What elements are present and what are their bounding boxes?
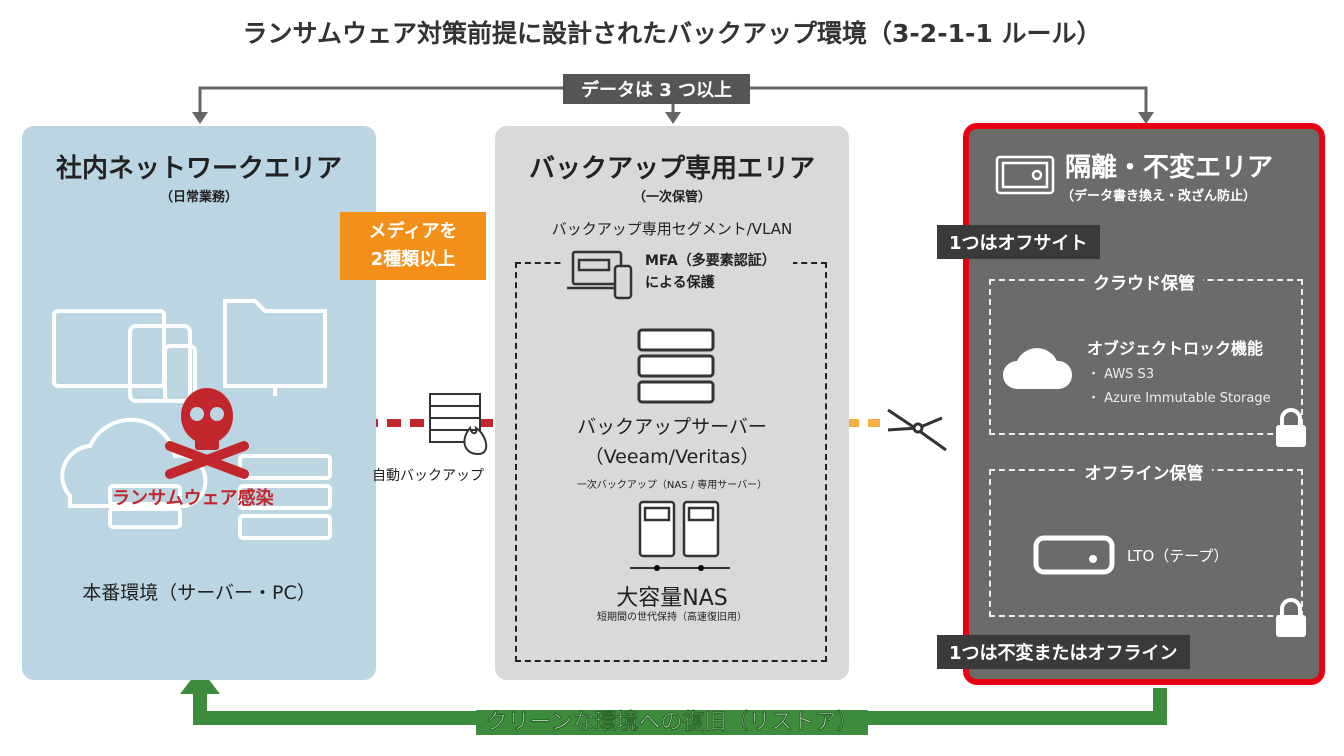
lto-label: LTO（テープ） <box>1127 547 1229 565</box>
server-icon <box>637 328 715 404</box>
firewall-icon <box>429 393 488 456</box>
production-caption: 本番環境（サーバー・PC） <box>82 582 316 604</box>
area-subtitle: （データ書き換え・改ざん防止） <box>1061 189 1257 204</box>
area-subtitle: （一次保管） <box>632 190 711 205</box>
copies-label: データは 3 つ以上 <box>563 74 751 104</box>
tape-drive-icon <box>1033 535 1115 575</box>
list-item: ・ AWS S3 <box>1087 367 1155 382</box>
mfa-line2: による保護 <box>645 275 715 291</box>
immutable-badge: 1つは不変またはオフライン <box>937 635 1190 669</box>
server-line1: バックアップサーバー <box>577 416 767 438</box>
safe-icon <box>995 155 1055 195</box>
nas-icon <box>630 500 730 571</box>
skull-crossbones-icon <box>165 388 249 479</box>
lock-icon <box>1276 408 1306 447</box>
infection-label: ランサムウェア感染 <box>112 488 274 509</box>
air-gap-cutter-icon <box>887 408 947 452</box>
internal-network-area: 社内ネットワークエリア （日常業務） ランサムウェア感染 本番環境（サーバー・P… <box>22 126 376 680</box>
object-lock-list: ・ AWS S3 ・ Azure Immutable Storage <box>1087 363 1271 411</box>
offline-title: オフライン保管 <box>1076 464 1212 484</box>
cloud-icon <box>1003 348 1073 389</box>
mfa-label: MFA（多要素認証） による保護 <box>645 250 776 294</box>
area-subtitle: （日常業務） <box>159 190 238 205</box>
segment-label: バックアップ専用セグメント/VLAN <box>551 220 793 238</box>
lock-icon <box>1276 598 1306 637</box>
backup-server-label: バックアップサーバー （Veeam/Veritas） <box>495 412 849 472</box>
object-lock-label: オブジェクトロック機能 <box>1087 339 1264 358</box>
media-badge: メディアを 2種類以上 <box>340 212 486 280</box>
isolated-immutable-area: 隔離・不変エリア （データ書き換え・改ざん防止） 1つはオフサイト クラウド保管… <box>937 123 1325 685</box>
area-title: 社内ネットワークエリア <box>55 154 342 184</box>
area-title: 隔離・不変エリア <box>1065 153 1274 183</box>
devices-icon <box>52 299 332 540</box>
backup-area: バックアップ専用エリア （一次保管） バックアップ専用セグメント/VLAN MF… <box>495 126 849 680</box>
nas-note: 短期間の世代保持（高速復旧用） <box>597 612 747 623</box>
restore-label: クリーンな環境への復旧（リストア） <box>475 710 869 735</box>
nas-label: 大容量NAS <box>616 586 728 611</box>
server-note: 一次バックアップ（NAS / 専用サーバー） <box>576 480 768 491</box>
media-badge-line2: 2種類以上 <box>370 249 456 270</box>
mfa-laptop-phone-icon <box>567 250 633 300</box>
list-item: ・ Azure Immutable Storage <box>1087 391 1271 406</box>
page-title: ランサムウェア対策前提に設計されたバックアップ環境（3-2-1-1 ルール） <box>242 19 1102 48</box>
media-badge-line1: メディアを <box>368 221 458 242</box>
offsite-badge: 1つはオフサイト <box>937 225 1100 259</box>
mfa-line1: MFA（多要素認証） <box>645 253 776 269</box>
cloud-title: クラウド保管 <box>1085 274 1203 294</box>
server-line2: （Veeam/Veritas） <box>584 446 760 468</box>
auto-backup-label: 自動バックアップ <box>372 468 484 484</box>
area-title: バックアップ専用エリア <box>528 154 815 184</box>
